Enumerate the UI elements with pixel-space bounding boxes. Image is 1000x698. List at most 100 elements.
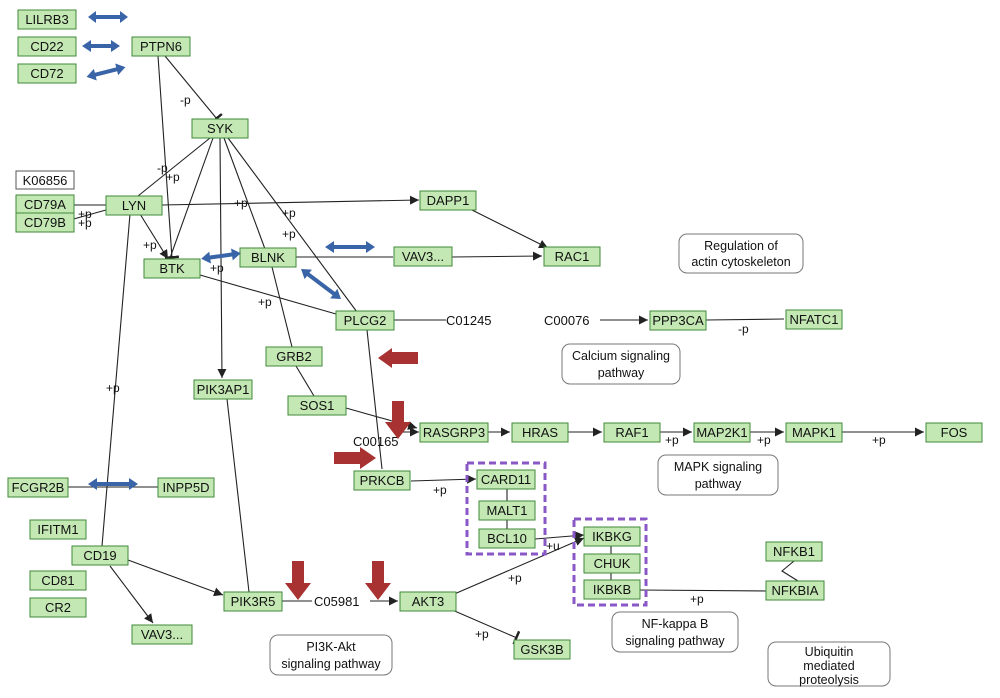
- gene-node-map2k1[interactable]: MAP2K1: [693, 422, 751, 443]
- gene-node-btk[interactable]: BTK: [143, 258, 201, 279]
- gene-node-ppp3ca[interactable]: PPP3CA: [649, 310, 707, 331]
- edge-cd19-vav3: [109, 565, 154, 624]
- gene-node-ptpn6[interactable]: PTPN6: [131, 36, 191, 57]
- gene-node-bcl10[interactable]: BCL10: [478, 528, 536, 549]
- edge-label-bcl10-ikbkg: +u: [546, 539, 560, 553]
- gene-label-map2k1: MAP2K1: [696, 425, 747, 440]
- gene-node-nfkb1[interactable]: NFKB1: [765, 541, 823, 562]
- pathway-link-calcium-signaling[interactable]: Calcium signaling pathway: [561, 343, 681, 385]
- gene-node-cd72[interactable]: CD72: [17, 63, 77, 84]
- gene-node-inpp5d[interactable]: INPP5D: [157, 477, 215, 498]
- gene-node-chuk[interactable]: CHUK: [583, 553, 641, 574]
- gene-node-cd22[interactable]: CD22: [17, 36, 77, 57]
- gene-node-malt1[interactable]: MALT1: [478, 500, 536, 521]
- gene-node-vav3-bottom[interactable]: VAV3...: [131, 624, 193, 645]
- gene-node-ikbkb[interactable]: IKBKB: [583, 579, 641, 600]
- gene-node-lilrb3[interactable]: LILRB3: [17, 9, 77, 30]
- edge-label-btk-blnk: +p: [210, 261, 224, 275]
- compound-c01245[interactable]: C01245: [446, 313, 492, 328]
- gene-label-vav3-top: VAV3...: [402, 249, 444, 264]
- edge-label-lyn-btk: +p: [143, 238, 157, 252]
- pathway-link-pi3k-akt-signaling[interactable]: PI3K-Akt signaling pathway: [269, 634, 393, 676]
- gene-node-cr2[interactable]: CR2: [29, 597, 87, 618]
- gene-node-fcgr2b[interactable]: FCGR2B: [7, 477, 69, 498]
- edge-label-cd79a: +p: [78, 207, 92, 221]
- gene-node-syk[interactable]: SYK: [191, 118, 249, 139]
- gene-label-sos1: SOS1: [300, 398, 335, 413]
- gene-label-btk: BTK: [159, 261, 185, 276]
- edge-plcg2-prkcb: [366, 329, 383, 470]
- compound-c00076[interactable]: C00076: [544, 313, 590, 328]
- gene-node-nfatc1[interactable]: NFATC1: [785, 309, 843, 330]
- gene-label-ifitm1: IFITM1: [37, 522, 78, 537]
- ortholog-node-k06856[interactable]: K06856: [15, 170, 75, 190]
- gene-node-hras[interactable]: HRAS: [511, 422, 569, 443]
- gene-node-gsk3b[interactable]: GSK3B: [513, 639, 571, 660]
- gene-label-cd79a: CD79A: [24, 197, 66, 212]
- edge-label-syk-plcg2-b: +p: [282, 227, 296, 241]
- gene-node-ifitm1[interactable]: IFITM1: [29, 519, 87, 540]
- gene-label-lilrb3: LILRB3: [25, 12, 68, 27]
- gene-node-sos1[interactable]: SOS1: [287, 395, 347, 416]
- pathway-link-actin-cytoskeleton[interactable]: Regulation of actin cytoskeleton: [678, 233, 804, 274]
- edge-label-syk-lyn-a: -p: [157, 161, 168, 175]
- gene-node-nfkbia[interactable]: NFKBIA: [765, 580, 825, 601]
- compounds: C01245 C00076 C00165 C05981: [314, 313, 590, 609]
- pathway-label-ubiq-1: Ubiquitin: [805, 645, 854, 659]
- gene-node-cd79a[interactable]: CD79A: [15, 194, 75, 215]
- edge-syk-blnk: [223, 137, 266, 250]
- gene-label-mapk1: MAPK1: [792, 425, 836, 440]
- edge-label-mapk1-fos: +p: [872, 433, 886, 447]
- gene-label-malt1: MALT1: [487, 503, 528, 518]
- edge-grb2-sos1: [295, 365, 315, 397]
- gene-node-akt3[interactable]: AKT3: [399, 591, 457, 612]
- edge-label-btk-plcg2: +p: [258, 295, 272, 309]
- gene-node-plcg2[interactable]: PLCG2: [335, 310, 395, 331]
- gene-label-bcl10: BCL10: [487, 531, 527, 546]
- gene-node-vav3-top[interactable]: VAV3...: [393, 246, 453, 267]
- compound-c00165[interactable]: C00165: [353, 434, 399, 449]
- double-arrow-icon: [201, 248, 241, 264]
- interaction-highlights: [82, 11, 375, 490]
- edge-label-raf1-map2k1: +p: [665, 433, 679, 447]
- expression-highlights: [285, 348, 418, 600]
- pathway-link-mapk-signaling[interactable]: MAPK signaling pathway: [657, 454, 779, 496]
- edge-cd19-pik3r5: [127, 559, 224, 597]
- gene-node-cd19[interactable]: CD19: [71, 545, 129, 566]
- pathway-label-actin-2: actin cytoskeleton: [691, 255, 790, 269]
- gene-label-ikbkg: IKBKG: [592, 529, 632, 544]
- gene-node-cd79b[interactable]: CD79B: [15, 212, 75, 233]
- pathway-link-nfkb-signaling[interactable]: NF-kappa B signaling pathway: [611, 611, 739, 653]
- double-arrow-icon: [325, 241, 375, 253]
- gene-node-raf1[interactable]: RAF1: [603, 422, 661, 443]
- gene-node-blnk[interactable]: BLNK: [239, 247, 297, 268]
- edge-label-prkcb-card11: +p: [433, 483, 447, 497]
- gene-node-mapk1[interactable]: MAPK1: [785, 422, 843, 443]
- edge-label-akt3-gsk3b: +p: [475, 627, 489, 641]
- pathway-link-ubiquitin-proteolysis[interactable]: Ubiquitin mediated proteolysis: [767, 641, 891, 687]
- edge-labels: -p -p +p +p +p +p +p +p +p +p +p +p -p +…: [78, 93, 886, 641]
- complexes: [465, 461, 648, 607]
- gene-node-cd81[interactable]: CD81: [29, 570, 87, 591]
- gene-node-ikbkg[interactable]: IKBKG: [583, 526, 641, 547]
- gene-node-card11[interactable]: CARD11: [476, 469, 536, 490]
- pathway-label-ubiq-2: mediated: [803, 659, 854, 673]
- gene-label-cd79b: CD79B: [24, 215, 66, 230]
- gene-label-syk: SYK: [207, 121, 233, 136]
- gene-node-lyn[interactable]: LYN: [105, 195, 163, 216]
- gene-nodes: LILRB3 CD22 CD72 PTPN6 SYK K06856 CD79A …: [7, 9, 983, 660]
- compound-c05981[interactable]: C05981: [314, 594, 360, 609]
- gene-label-raf1: RAF1: [615, 425, 648, 440]
- pathway-label-nfkb-2: signaling pathway: [625, 634, 725, 648]
- gene-node-rac1[interactable]: RAC1: [543, 246, 601, 267]
- gene-node-pik3r5[interactable]: PIK3R5: [223, 591, 283, 612]
- gene-node-grb2[interactable]: GRB2: [265, 346, 323, 367]
- gene-node-pik3ap1[interactable]: PIK3AP1: [193, 379, 253, 400]
- edge-blnk-grb2: [271, 266, 293, 348]
- pathway-links: Regulation of actin cytoskeleton Calcium…: [269, 233, 891, 687]
- gene-node-prkcb[interactable]: PRKCB: [353, 470, 411, 491]
- gene-node-rasgrp3[interactable]: RASGRP3: [419, 422, 489, 443]
- gene-node-dapp1[interactable]: DAPP1: [419, 190, 477, 211]
- gene-node-fos[interactable]: FOS: [925, 422, 983, 443]
- red-arrow-right-icon: [334, 447, 376, 469]
